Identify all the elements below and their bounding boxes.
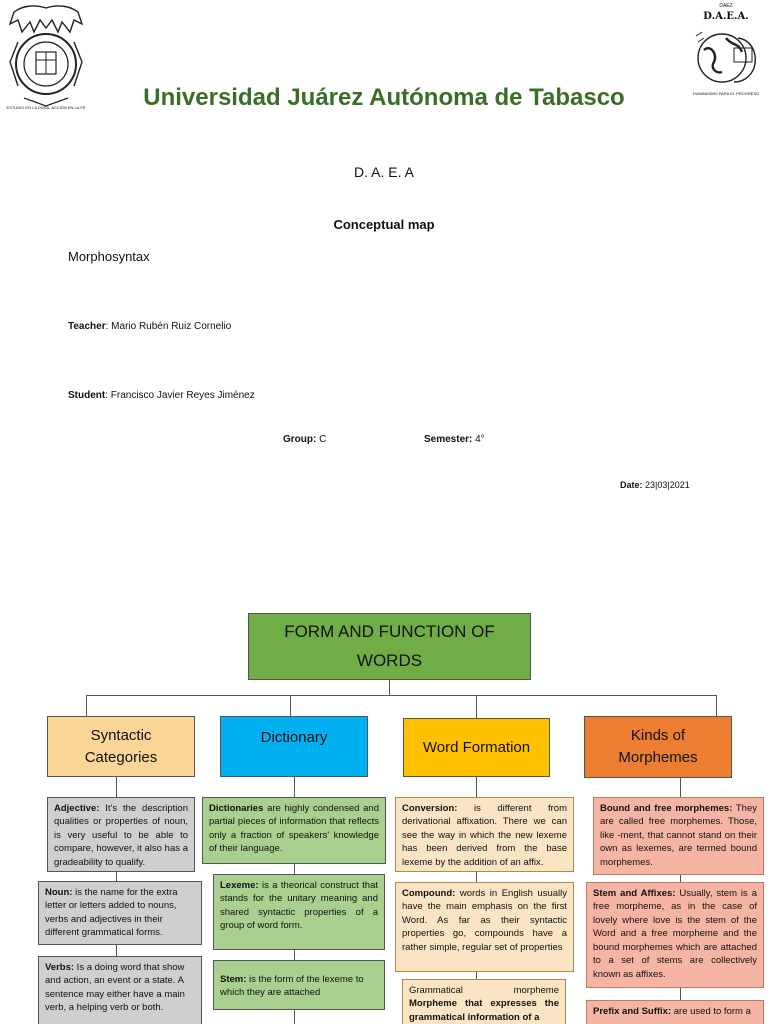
formation-grammatical-morpheme-box: Grammatical morpheme Morpheme that expre… [402, 979, 566, 1024]
term-label: Stem and Affixes: [593, 888, 676, 899]
document-type: Conceptual map [333, 217, 435, 232]
syntactic-adjective-box: Adjective: It's the description qualitie… [47, 797, 195, 872]
term-label: Lexeme: [220, 880, 259, 891]
term-label: Dictionaries [209, 803, 264, 814]
definition-text: words in English usually have the main e… [402, 888, 567, 953]
definition-text: is a theorical construct that stands for… [220, 880, 378, 932]
date-label: Date: [620, 480, 643, 490]
ujat-seal-logo: ESTUDIO EN LA DUDA, ACCIÓN EN LA FE [4, 2, 88, 114]
connector-root-down [389, 679, 390, 696]
syntactic-noun-box: Noun: is the name for the extra letter o… [38, 881, 202, 945]
connector-to-syntactic [86, 695, 87, 716]
date-line: Date: 23|03|2021 [620, 480, 690, 490]
student-label: Student [68, 390, 106, 401]
definition-text: They are called free morphemes. Those, l… [600, 803, 757, 868]
definition-text: Usually, stem is a free morpheme, as in … [593, 888, 757, 980]
term-label: Compound: [402, 888, 456, 899]
semester-value: 4° [472, 434, 485, 445]
term-label: Stem: [220, 974, 247, 985]
definition-text: is the name for the extra letter or lett… [45, 887, 178, 939]
definition-text: Morpheme that expresses the grammatical … [409, 998, 559, 1023]
term-label: Adjective: [54, 803, 100, 814]
semester-line: Semester: 4° [424, 434, 485, 445]
branch-formation-label: Word Formation [422, 738, 531, 756]
root-node: FORM AND FUNCTION OF WORDS [248, 613, 531, 680]
teacher-line: Teacher: Mario Rubén Ruiz Cornelio [68, 321, 231, 332]
group-label: Group: [283, 434, 317, 445]
student-line: Student: Francisco Javier Reyes Jiménez [68, 390, 255, 401]
morphemes-bound-free-box: Bound and free morphemes: They are calle… [593, 797, 764, 875]
morphemes-prefix-suffix-box: Prefix and Suffix: are used to form a [586, 1000, 764, 1024]
connector-to-formation [476, 695, 477, 718]
subject-name: Morphosyntax [68, 249, 150, 264]
semester-label: Semester: [424, 434, 473, 445]
connector-to-dictionary [290, 695, 291, 716]
definition-text: are used to form a [671, 1006, 751, 1017]
term-label: Noun: [45, 887, 73, 898]
formation-conversion-box: Conversion: is different from derivation… [395, 797, 574, 872]
teacher-name: : Mario Rubén Ruiz Cornelio [105, 321, 232, 332]
definition-text: are highly condensed and partial pieces … [209, 803, 379, 855]
dictionary-stem-box: Stem: is the form of the lexeme to which… [213, 960, 385, 1010]
department-name: D. A. E. A [354, 164, 414, 180]
connector-to-morphemes [716, 695, 717, 716]
student-name: : Francisco Javier Reyes Jiménez [105, 390, 255, 401]
daea-logo-bottom-text: HUMANISMO PARA EL PROGRESO [692, 91, 760, 96]
daea-logo-text: D.A.E.A. [703, 11, 749, 22]
definition-text: Is a doing word that show and action, an… [45, 962, 185, 1014]
branch-syntactic-label: Syntactic Categories [84, 726, 158, 766]
branch-kinds-of-morphemes: Kinds of Morphemes [584, 716, 732, 778]
dictionary-dictionaries-box: Dictionaries are highly condensed and pa… [202, 797, 386, 864]
term-label: Prefix and Suffix: [593, 1006, 672, 1017]
term-label: Verbs: [45, 962, 75, 973]
branch-dictionary: Dictionary [220, 716, 368, 777]
morphemes-stem-affixes-box: Stem and Affixes: Usually, stem is a fre… [586, 882, 764, 988]
branch-syntactic-categories: Syntactic Categories [47, 716, 195, 777]
daea-logo: DAEZ D.A.E.A. HUMANISMO PARA EL PROGRESO [686, 2, 766, 102]
syntactic-verbs-box: Verbs: Is a doing word that show and act… [38, 956, 202, 1024]
branch-dictionary-label: Dictionary [260, 729, 328, 746]
branch-morphemes-label: Kinds of Morphemes [618, 727, 698, 766]
university-title: Universidad Juárez Autónoma de Tabasco [143, 84, 625, 111]
term-label: Bound and free morphemes: [600, 803, 733, 814]
group-value: C [316, 434, 327, 445]
root-node-label: FORM AND FUNCTION OF WORDS [284, 621, 495, 670]
branch-word-formation: Word Formation [403, 718, 550, 777]
connector-horizontal [86, 695, 717, 696]
definition-text: is the form of the lexeme to which they … [220, 974, 364, 999]
definition-text: is different from derivational affixatio… [402, 803, 567, 868]
definition-text: It's the description qualities or proper… [54, 803, 188, 868]
date-value: 23|03|2021 [642, 480, 690, 490]
dictionary-lexeme-box: Lexeme: is a theorical construct that st… [213, 874, 385, 950]
term-label: Conversion: [402, 803, 458, 814]
teacher-label: Teacher [68, 321, 106, 332]
formation-compound-box: Compound: words in English usually have … [395, 882, 574, 972]
daea-logo-top-text: DAEZ [719, 3, 733, 9]
term-label: Grammatical morpheme [409, 985, 559, 996]
ujat-seal-ring-text: ESTUDIO EN LA DUDA, ACCIÓN EN LA FE [6, 105, 86, 110]
group-line: Group: C [283, 434, 326, 445]
